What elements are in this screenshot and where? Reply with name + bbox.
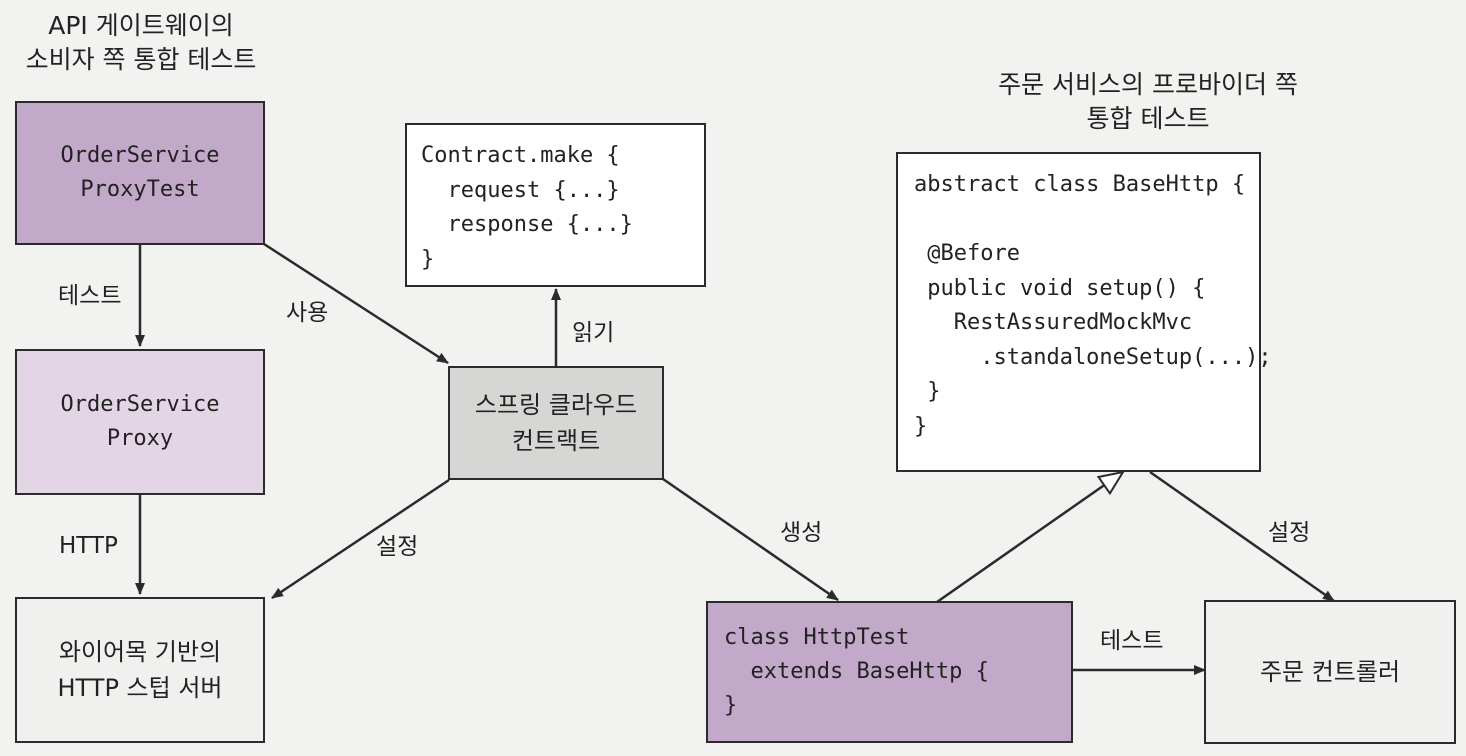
right-caption: 주문 서비스의 프로바이더 쪽 통합 테스트 xyxy=(998,70,1298,133)
edge-label-config-right: 설정 xyxy=(1268,520,1311,546)
edge-label-test-left: 테스트 xyxy=(58,283,122,309)
edge-label-http: HTTP xyxy=(59,533,118,559)
order-service-proxy-test-box: OrderService ProxyTest xyxy=(15,101,265,245)
wiremock-stub-server-box: 와이어목 기반의 HTTP 스텁 서버 xyxy=(15,597,265,743)
spring-cloud-contract-label: 스프링 클라우드 컨트랙트 xyxy=(474,391,638,455)
order-service-proxy-label: OrderService Proxy xyxy=(60,392,220,451)
http-test-class-label: class HttpTest extends BaseHttp { } xyxy=(724,625,989,718)
wiremock-stub-server-label: 와이어목 기반의 HTTP 스텁 서버 xyxy=(57,638,223,702)
order-controller-box: 주문 컨트롤러 xyxy=(1204,600,1456,744)
http-test-class-box: class HttpTest extends BaseHttp { } xyxy=(706,601,1073,743)
edge-config-right xyxy=(1149,470,1335,603)
left-caption: API 게이트웨이의 소비자 쪽 통합 테스트 xyxy=(25,11,257,74)
contract-definition-box: Contract.make { request {...} response {… xyxy=(405,123,706,287)
edge-label-generate: 생성 xyxy=(780,520,823,546)
edge-config-left xyxy=(271,478,450,600)
order-service-proxy-box: OrderService Proxy xyxy=(15,349,265,495)
edge-label-use: 사용 xyxy=(286,300,329,326)
base-http-class-box: abstract class BaseHttp { @Before public… xyxy=(896,152,1272,472)
edge-label-read: 읽기 xyxy=(572,320,615,346)
edge-label-config-left: 설정 xyxy=(376,534,419,560)
spring-cloud-contract-box: 스프링 클라우드 컨트랙트 xyxy=(448,366,664,480)
edge-label-test-right: 테스트 xyxy=(1100,628,1164,654)
edge-use xyxy=(263,242,449,365)
edge-generate xyxy=(662,477,839,602)
order-controller-label: 주문 컨트롤러 xyxy=(1259,658,1401,686)
edge-inherits xyxy=(936,472,1123,604)
order-service-proxy-test-label: OrderService ProxyTest xyxy=(60,143,220,202)
